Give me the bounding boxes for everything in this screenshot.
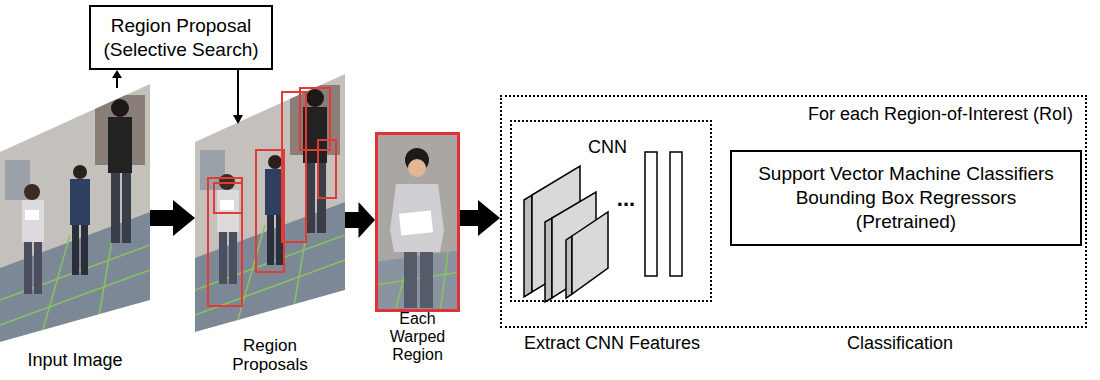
roi-group: For each Region-of-Interest (RoI) CNN Supp… bbox=[500, 95, 1087, 328]
arrow bbox=[112, 70, 122, 88]
illustration-part bbox=[524, 195, 532, 297]
text-holder: Region Proposal (Selective Search) bbox=[91, 7, 271, 68]
node-text: Input Image bbox=[5, 350, 145, 370]
proposal-box bbox=[208, 178, 242, 306]
block-arrow-shape bbox=[460, 200, 500, 236]
stage-label: Classification bbox=[847, 333, 953, 355]
node-text: CNN bbox=[588, 136, 627, 159]
proposal-photo bbox=[195, 50, 345, 350]
proposal-box bbox=[282, 92, 306, 242]
block-arrow bbox=[150, 200, 195, 236]
proposal-box bbox=[318, 140, 336, 198]
text-holder: Each Warped Region bbox=[376, 310, 460, 364]
arrow-head bbox=[112, 70, 122, 78]
cnn-layers bbox=[524, 152, 682, 302]
arrow-line bbox=[116, 78, 118, 88]
node-text: Each Warped Region bbox=[376, 310, 460, 364]
block-arrow-shape bbox=[150, 200, 195, 236]
node-text: Region Proposals bbox=[220, 336, 320, 374]
arrow bbox=[233, 70, 243, 124]
node-text: Support Vector Machine Classifiers Bound… bbox=[744, 162, 1069, 233]
illustration-part bbox=[390, 184, 444, 252]
warped-region: Each Warped Region bbox=[375, 132, 460, 312]
proposal-box bbox=[256, 150, 284, 272]
illustration-part bbox=[670, 152, 682, 276]
input-photo bbox=[0, 60, 150, 360]
text-holder: For each Region-of-Interest (RoI) bbox=[808, 103, 1073, 126]
illustration-part bbox=[566, 236, 572, 298]
process-box: Region Proposal (Selective Search) bbox=[89, 5, 273, 70]
cnn-group: CNN bbox=[510, 120, 712, 302]
illustration-part bbox=[645, 152, 657, 276]
image-node: Input Image bbox=[0, 88, 150, 372]
illustration-part bbox=[420, 252, 433, 308]
illustration-part bbox=[408, 159, 426, 177]
arrow-head bbox=[233, 115, 243, 124]
ellipsis: ... bbox=[617, 186, 635, 212]
image-node: Region Proposals bbox=[195, 124, 345, 376]
text-holder: Input Image bbox=[5, 350, 145, 370]
block-arrow bbox=[345, 202, 375, 238]
text-holder: Support Vector Machine Classifiers Bound… bbox=[732, 152, 1080, 244]
illustration-part bbox=[572, 212, 608, 294]
illustration-part bbox=[399, 210, 433, 235]
illustration-part bbox=[375, 132, 460, 312]
block-arrow bbox=[460, 200, 500, 236]
proposal-box bbox=[214, 183, 242, 213]
illustration-part bbox=[545, 218, 552, 302]
block-arrow-shape bbox=[345, 202, 375, 238]
illustration-part bbox=[375, 250, 460, 312]
illustration-part bbox=[375, 272, 460, 285]
proposal-boxes bbox=[208, 88, 336, 306]
text-holder: CNN bbox=[588, 136, 627, 159]
classifier-box: Support Vector Machine Classifiers Bound… bbox=[730, 150, 1082, 246]
illustration-part bbox=[440, 252, 448, 312]
node-text: Region Proposal (Selective Search) bbox=[92, 14, 270, 62]
stage-label: Extract CNN Features bbox=[524, 333, 700, 355]
text-holder: Region Proposals bbox=[220, 336, 320, 374]
illustration-part bbox=[404, 252, 417, 308]
node-text: For each Region-of-Interest (RoI) bbox=[808, 103, 1073, 126]
arrow-line bbox=[237, 70, 239, 115]
warped-photo bbox=[375, 132, 460, 312]
